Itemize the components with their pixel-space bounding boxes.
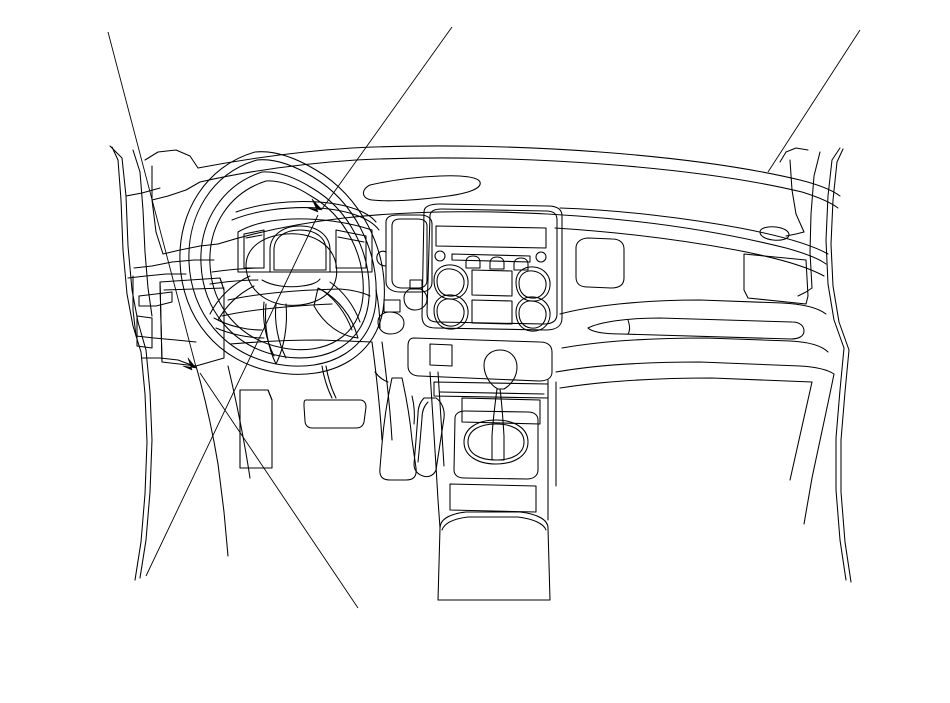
lower-cowl xyxy=(372,342,392,440)
leader-line-1 xyxy=(321,26,453,210)
shift-gate xyxy=(450,398,540,512)
door-panel-left xyxy=(126,150,218,366)
arrowhead-fuse-box xyxy=(182,357,197,371)
climate-control-knobs xyxy=(434,265,550,331)
a-pillar-left xyxy=(110,146,152,580)
side-air-vent-right xyxy=(576,238,624,288)
footwell-right xyxy=(790,374,834,524)
brake-pedal xyxy=(304,400,366,428)
callout-arrowheads xyxy=(182,198,323,371)
leader-line-2-tail xyxy=(199,372,359,609)
center-tunnel xyxy=(430,372,556,600)
leader-line-1-tail xyxy=(145,214,319,577)
leader-line-3 xyxy=(767,29,861,173)
leader-line-2 xyxy=(107,31,197,368)
door-panel-right xyxy=(780,148,812,296)
glove-box xyxy=(560,227,828,352)
side-air-vent-left xyxy=(376,215,432,334)
gear-shifter xyxy=(484,350,517,460)
hood-release xyxy=(322,366,336,398)
defroster-vent xyxy=(363,176,480,201)
lower-dash xyxy=(222,289,834,388)
steering-wheel xyxy=(180,152,384,375)
aux-controls xyxy=(404,280,427,310)
center-stack xyxy=(422,204,562,330)
audio-head-unit xyxy=(435,226,546,270)
parking-brake-lever xyxy=(412,396,444,477)
footwell-left xyxy=(196,366,272,556)
callout-leader-lines xyxy=(107,26,861,609)
a-pillar-right xyxy=(810,148,851,582)
arrowhead-instrument-cluster xyxy=(307,198,323,213)
